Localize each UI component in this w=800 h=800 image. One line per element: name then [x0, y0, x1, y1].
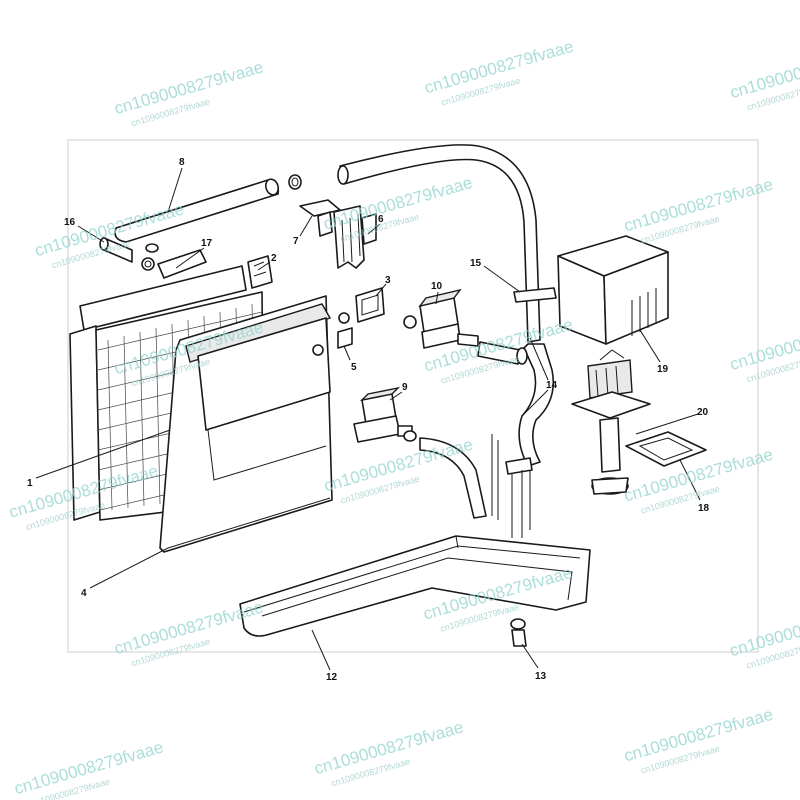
callout-17: 17	[201, 238, 213, 249]
leader-16	[77, 225, 105, 243]
leader-20	[635, 413, 699, 435]
drawing-frame	[67, 139, 759, 653]
part-15-bracket	[513, 287, 557, 303]
leader-4	[89, 547, 169, 589]
part-20-gasket	[625, 431, 707, 467]
leader-8	[167, 167, 183, 213]
callout-3: 3	[385, 275, 391, 286]
callout-12: 12	[326, 672, 338, 683]
callout-13: 13	[535, 671, 547, 682]
callout-4: 4	[81, 588, 87, 599]
leader-18	[679, 459, 701, 501]
leader-lines	[35, 167, 701, 671]
leader-13	[521, 643, 539, 669]
part-6-clip-assembly	[333, 205, 377, 269]
callout-8: 8	[179, 157, 185, 168]
part-3-clip	[338, 287, 385, 324]
leader-10	[435, 291, 439, 305]
callout-20: 20	[697, 407, 709, 418]
callout-numbers: 1 2 3 4 5 6 7 8 9 10 12 13 14 15 16 17 1…	[27, 157, 710, 683]
leader-1	[35, 429, 171, 479]
water-level-probe	[491, 434, 533, 538]
leader-7	[299, 215, 313, 237]
callout-6: 6	[378, 214, 384, 225]
part-4-cover-panel	[159, 295, 333, 553]
callout-14: 14	[546, 380, 558, 391]
part-8-shaft	[114, 174, 302, 243]
callout-18: 18	[698, 503, 710, 514]
leader-5	[343, 345, 351, 361]
callout-15: 15	[470, 258, 482, 269]
leader-14a	[529, 337, 549, 381]
part-14-drain-hose	[337, 144, 555, 467]
part-17-tube	[141, 249, 207, 279]
part-2-bracket	[247, 255, 273, 289]
leader-2	[257, 261, 271, 271]
leader-6	[367, 223, 381, 235]
leader-3	[375, 283, 387, 297]
callout-16: 16	[64, 217, 76, 228]
part-10-valve	[403, 288, 528, 365]
leader-19	[639, 329, 661, 363]
leader-17	[175, 247, 205, 269]
leader-15	[483, 265, 521, 293]
part-5-clip	[337, 327, 353, 349]
callout-5: 5	[351, 362, 357, 373]
callout-2: 2	[271, 253, 277, 264]
callout-9: 9	[402, 382, 408, 393]
part-13-knob	[510, 618, 527, 647]
part-16-fitting	[99, 237, 159, 263]
pump-motor	[571, 349, 651, 495]
callout-1: 1	[27, 478, 33, 489]
callout-10: 10	[431, 281, 443, 292]
leader-14b	[521, 389, 549, 417]
callout-19: 19	[657, 364, 669, 375]
callout-7: 7	[293, 236, 299, 247]
leader-9	[389, 391, 403, 401]
leader-12	[311, 629, 331, 671]
part-7-bracket	[299, 199, 341, 237]
part-19-pump-cover	[557, 235, 669, 345]
part-9-valve	[353, 386, 487, 519]
part-12-drip-tray	[239, 535, 591, 637]
